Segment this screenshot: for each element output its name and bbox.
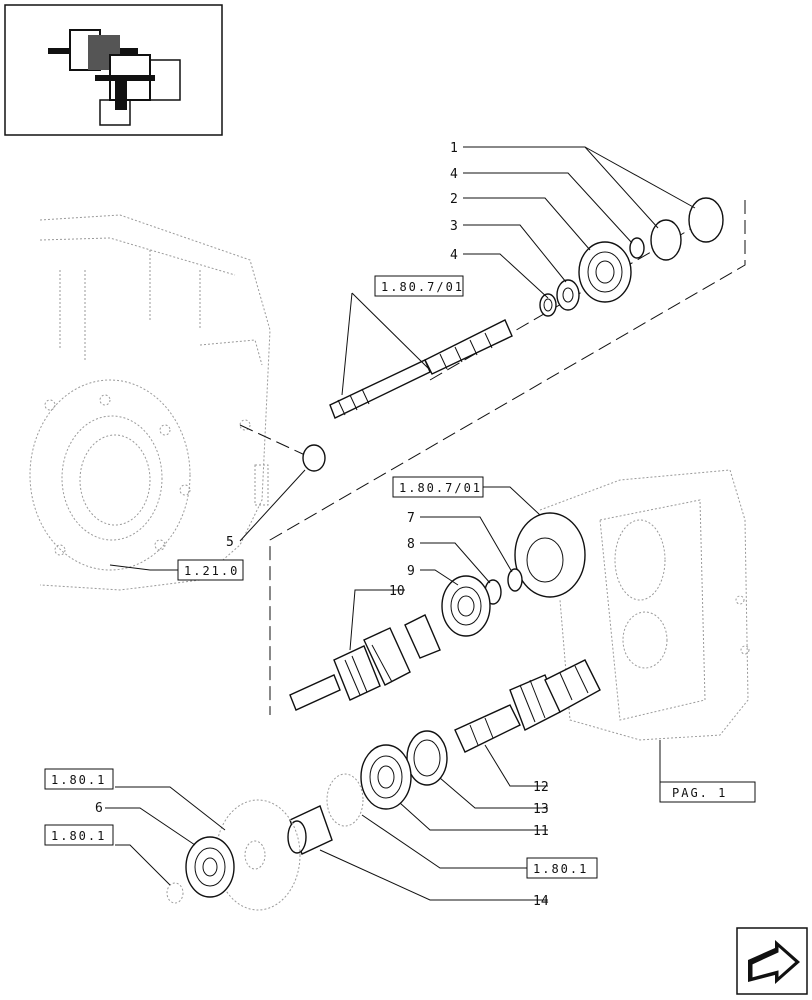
assembly-thumbnail[interactable]: [4, 4, 223, 136]
next-page-arrow-icon[interactable]: [736, 927, 808, 995]
ref-1801-a-text: 1.80.1: [51, 773, 106, 787]
callout-12: 12: [533, 780, 549, 795]
circlip-4-lower: [539, 293, 557, 317]
o-ring-1-inner: [650, 219, 682, 261]
o-ring-1-outer: [688, 197, 724, 243]
callout-14: 14: [533, 894, 549, 909]
upper-splined-shaft: [329, 319, 513, 419]
ref-box-pag1[interactable]: PAG. 1: [659, 781, 756, 803]
plug-axis-line: [239, 424, 306, 456]
callout-11: 11: [533, 824, 549, 839]
callout-10: 10: [389, 584, 405, 599]
callout-7: 7: [407, 511, 415, 526]
ref-1807-mid-text: 1.80.7/01: [399, 481, 482, 495]
shaft-10: [289, 614, 441, 711]
bearing-housing-flange: [514, 512, 586, 598]
leader-lines: [105, 146, 696, 901]
callout-9: 9: [407, 564, 415, 579]
callout-8: 8: [407, 537, 415, 552]
callout-labels: 1 4 2 3 4 5 7 8 9 10 12 13 11 6 14: [95, 141, 549, 909]
bearing-6: [185, 836, 235, 898]
callout-13: 13: [533, 802, 549, 817]
ref-1807-top-text: 1.80.7/01: [381, 280, 464, 294]
callout-6: 6: [95, 801, 103, 816]
callout-3: 3: [450, 219, 458, 234]
seal-13: [406, 730, 448, 786]
ref-box-1807-top[interactable]: 1.80.7/01: [374, 275, 464, 297]
callout-4-top: 4: [450, 167, 458, 182]
circlip-7: [507, 568, 523, 592]
callout-1: 1: [450, 141, 458, 156]
callout-2: 2: [450, 192, 458, 207]
transmission-housing-left-ghost: [29, 214, 271, 591]
transmission-housing-right-ghost: [539, 469, 750, 741]
bearing-2: [578, 241, 632, 303]
bearing-9: [441, 575, 491, 637]
ref-1801-c-text: 1.80.1: [533, 862, 588, 876]
spacer-3: [556, 279, 580, 311]
callout-5: 5: [226, 535, 234, 550]
circlip-4-upper: [629, 237, 645, 259]
assembly-envelope-line: [269, 200, 746, 715]
ref-pag1-text: PAG. 1: [672, 786, 727, 800]
callout-4-bottom: 4: [450, 248, 458, 263]
ref-box-1801-c[interactable]: 1.80.1: [526, 857, 598, 879]
ref-box-1801-b[interactable]: 1.80.1: [44, 824, 114, 846]
circlip-ghost: [326, 773, 364, 827]
ref-1210-text: 1.21.0: [184, 564, 239, 578]
shaft-12: [454, 659, 601, 753]
plug-5: [302, 444, 326, 472]
ref-box-1807-mid[interactable]: 1.80.7/01: [392, 476, 484, 498]
bearing-11: [360, 744, 412, 810]
ref-box-1210[interactable]: 1.21.0: [177, 559, 244, 581]
ref-1801-b-text: 1.80.1: [51, 829, 106, 843]
ref-box-1801-a[interactable]: 1.80.1: [44, 768, 114, 790]
bushing-14: [287, 805, 333, 855]
nut-ghost: [166, 882, 184, 904]
